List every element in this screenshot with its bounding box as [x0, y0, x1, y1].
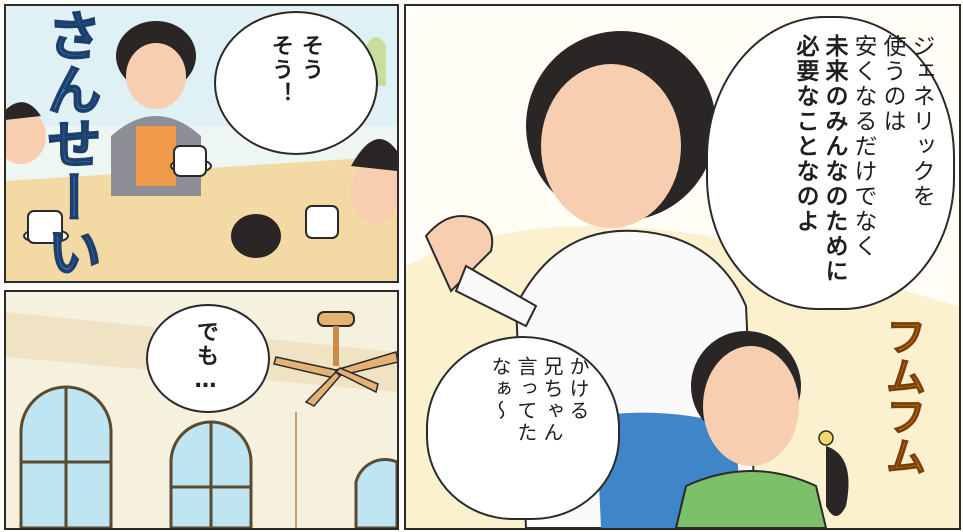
small-line-4: なぁ〜 [488, 356, 512, 422]
speech-bubble-souso [214, 11, 378, 155]
sfx-fumufumu: フムフム [878, 315, 926, 477]
small-line-1: かける [566, 356, 590, 422]
speech-line-2: そう！ [268, 34, 293, 106]
small-line-3: 言ってた [514, 356, 538, 444]
speech-line-1: そう [298, 34, 323, 82]
speech-bubble-main [706, 16, 955, 310]
panel-top-left: さんせーい そう そう！ [4, 4, 399, 283]
small-line-2: 兄ちゃん [540, 356, 564, 444]
main-line-4: 未来のみんなのために [821, 34, 847, 284]
speech-line-demo: でも… [193, 320, 218, 395]
main-line-1: ジェネリックを [908, 34, 934, 209]
speech-bubble-demo [146, 304, 270, 413]
main-line-5: 必要なことなのよ [792, 34, 818, 234]
panel-bottom-left: でも… [4, 290, 399, 530]
panel-right: ジェネリックを 使うのは 安くなるだけでなく 未来のみんなのために 必要なことな… [404, 4, 961, 530]
speech-bubble-small [426, 336, 620, 520]
sfx-sansei: さんせーい [37, 7, 102, 279]
main-line-2: 使うのは [879, 34, 905, 134]
main-line-3: 安くなるだけでなく [850, 34, 876, 259]
